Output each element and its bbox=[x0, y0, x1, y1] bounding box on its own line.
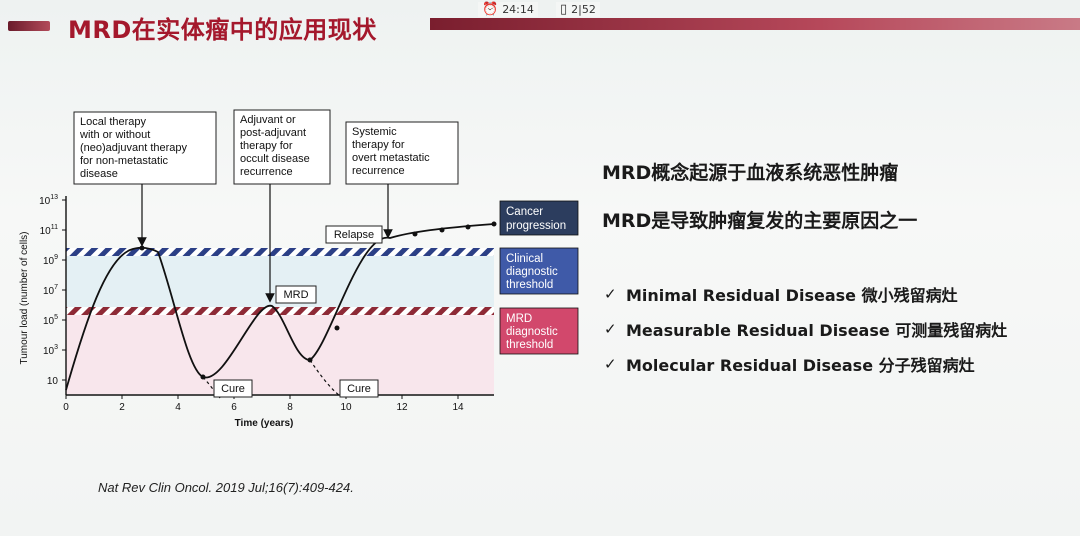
bullet-text: Molecular Residual Disease 分子残留病灶 bbox=[626, 355, 975, 375]
svg-text:disease: disease bbox=[80, 168, 118, 180]
cure-label-1: Cure bbox=[213, 379, 253, 398]
svg-text:105: 105 bbox=[43, 314, 58, 327]
y-tick: 107 bbox=[43, 284, 66, 297]
clock-text: 24:14 bbox=[502, 3, 534, 16]
mrd-label: MRD bbox=[275, 285, 317, 304]
bullet-item: ✓ Measurable Residual Disease 可测量残留病灶 bbox=[604, 311, 1007, 346]
page-indicator: ▯ 2|52 bbox=[556, 2, 600, 17]
clock-indicator: ⏰ 24:14 bbox=[478, 2, 538, 17]
curve-point bbox=[439, 227, 445, 233]
svg-text:progression: progression bbox=[506, 220, 566, 232]
svg-text:Local therapy: Local therapy bbox=[80, 116, 147, 128]
x-tick-label: 14 bbox=[452, 402, 464, 413]
title-decor-bar bbox=[430, 18, 1080, 30]
mrd-diagram: 1013 1011 109 107 105 103 bbox=[19, 109, 579, 429]
relapse-label: Relapse bbox=[325, 225, 383, 244]
x-axis-label: Time (years) bbox=[235, 418, 294, 429]
bullet-item: ✓ Minimal Residual Disease 微小残留病灶 bbox=[604, 276, 1007, 311]
x-tick-label: 8 bbox=[287, 402, 293, 413]
svg-text:for non-metastatic: for non-metastatic bbox=[80, 155, 169, 167]
check-icon: ✓ bbox=[604, 319, 617, 338]
title-accent-bar bbox=[8, 21, 50, 31]
svg-text:Cancer: Cancer bbox=[506, 206, 543, 218]
svg-text:(neo)adjuvant therapy: (neo)adjuvant therapy bbox=[80, 142, 188, 154]
y-tick: 1011 bbox=[40, 224, 66, 237]
cure-dashed-2 bbox=[309, 359, 341, 397]
curve-point bbox=[491, 221, 497, 227]
x-tick-label: 10 bbox=[340, 402, 352, 413]
x-tick-label: 0 bbox=[63, 402, 69, 413]
x-tick-label: 2 bbox=[119, 402, 125, 413]
svg-text:Relapse: Relapse bbox=[334, 229, 374, 241]
x-tick-label: 12 bbox=[396, 402, 408, 413]
svg-text:threshold: threshold bbox=[506, 279, 553, 291]
svg-text:overt metastatic: overt metastatic bbox=[352, 152, 430, 164]
svg-text:107: 107 bbox=[43, 284, 58, 297]
svg-text:Adjuvant or: Adjuvant or bbox=[240, 114, 296, 126]
svg-text:diagnostic: diagnostic bbox=[506, 326, 558, 338]
svg-text:threshold: threshold bbox=[506, 339, 553, 351]
key-point-1: MRD概念起源于血液系统恶性肿瘤 bbox=[602, 162, 899, 184]
bullet-text: Minimal Residual Disease 微小残留病灶 bbox=[626, 285, 958, 305]
svg-text:Cure: Cure bbox=[221, 383, 245, 395]
slide-title: MRD在实体瘤中的应用现状 bbox=[68, 16, 377, 44]
legend-clinical-threshold: Clinical diagnostic threshold bbox=[499, 247, 579, 295]
svg-text:Clinical: Clinical bbox=[506, 253, 543, 265]
svg-text:recurrence: recurrence bbox=[240, 166, 293, 178]
therapy-box-systemic: Systemic therapy for overt metastatic re… bbox=[345, 121, 459, 185]
curve-point bbox=[307, 357, 313, 363]
svg-text:Cure: Cure bbox=[347, 383, 371, 395]
bullet-list: ✓ Minimal Residual Disease 微小残留病灶 ✓ Meas… bbox=[604, 276, 1007, 381]
page-icon: ▯ bbox=[560, 2, 568, 17]
y-tick: 10 bbox=[47, 376, 66, 387]
y-tick: 109 bbox=[43, 254, 66, 267]
mrd-zone bbox=[66, 311, 494, 394]
svg-text:therapy for: therapy for bbox=[352, 139, 405, 151]
svg-text:MRD: MRD bbox=[283, 289, 308, 301]
svg-text:10: 10 bbox=[47, 376, 59, 387]
x-ticks: 0 2 4 6 8 10 12 14 bbox=[63, 395, 464, 413]
curve-point bbox=[465, 224, 471, 230]
clinical-threshold-band bbox=[66, 248, 494, 256]
svg-text:diagnostic: diagnostic bbox=[506, 266, 558, 278]
therapy-box-local: Local therapy with or without (neo)adjuv… bbox=[73, 111, 217, 185]
mrd-threshold-band bbox=[66, 307, 494, 315]
page-text: 2|52 bbox=[571, 3, 596, 16]
cure-label-2: Cure bbox=[339, 379, 379, 398]
y-ticks: 1013 1011 109 107 105 103 bbox=[39, 194, 66, 387]
svg-text:Systemic: Systemic bbox=[352, 126, 397, 138]
curve-point bbox=[334, 325, 340, 331]
y-tick: 105 bbox=[43, 314, 66, 327]
curve-point bbox=[412, 231, 418, 237]
x-tick-label: 6 bbox=[231, 402, 237, 413]
svg-text:therapy for: therapy for bbox=[240, 140, 293, 152]
svg-text:103: 103 bbox=[43, 344, 58, 357]
y-tick: 1013 bbox=[39, 194, 66, 207]
legend-mrd-threshold: MRD diagnostic threshold bbox=[499, 307, 579, 355]
bullet-item: ✓ Molecular Residual Disease 分子残留病灶 bbox=[604, 346, 1007, 381]
y-axis-label: Tumour load (number of cells) bbox=[19, 231, 30, 364]
svg-text:1011: 1011 bbox=[40, 224, 58, 237]
clock-icon: ⏰ bbox=[482, 2, 499, 17]
svg-text:occult disease: occult disease bbox=[240, 153, 310, 165]
key-point-2: MRD是导致肿瘤复发的主要原因之一 bbox=[602, 210, 918, 232]
bullet-text: Measurable Residual Disease 可测量残留病灶 bbox=[626, 320, 1008, 340]
curve-point bbox=[200, 374, 206, 380]
check-icon: ✓ bbox=[604, 284, 617, 303]
svg-text:with or without: with or without bbox=[79, 129, 150, 141]
svg-text:1013: 1013 bbox=[39, 194, 58, 207]
legend-cancer-progression: Cancer progression bbox=[499, 200, 579, 236]
check-icon: ✓ bbox=[604, 354, 617, 373]
citation: Nat Rev Clin Oncol. 2019 Jul;16(7):409-4… bbox=[98, 480, 354, 495]
y-tick: 103 bbox=[43, 344, 66, 357]
svg-text:post-adjuvant: post-adjuvant bbox=[240, 127, 306, 139]
svg-text:recurrence: recurrence bbox=[352, 165, 405, 177]
svg-text:MRD: MRD bbox=[506, 313, 532, 325]
curve-point bbox=[139, 245, 145, 251]
svg-text:109: 109 bbox=[43, 254, 58, 267]
therapy-box-adjuvant: Adjuvant or post-adjuvant therapy for oc… bbox=[233, 109, 331, 185]
x-tick-label: 4 bbox=[175, 402, 181, 413]
